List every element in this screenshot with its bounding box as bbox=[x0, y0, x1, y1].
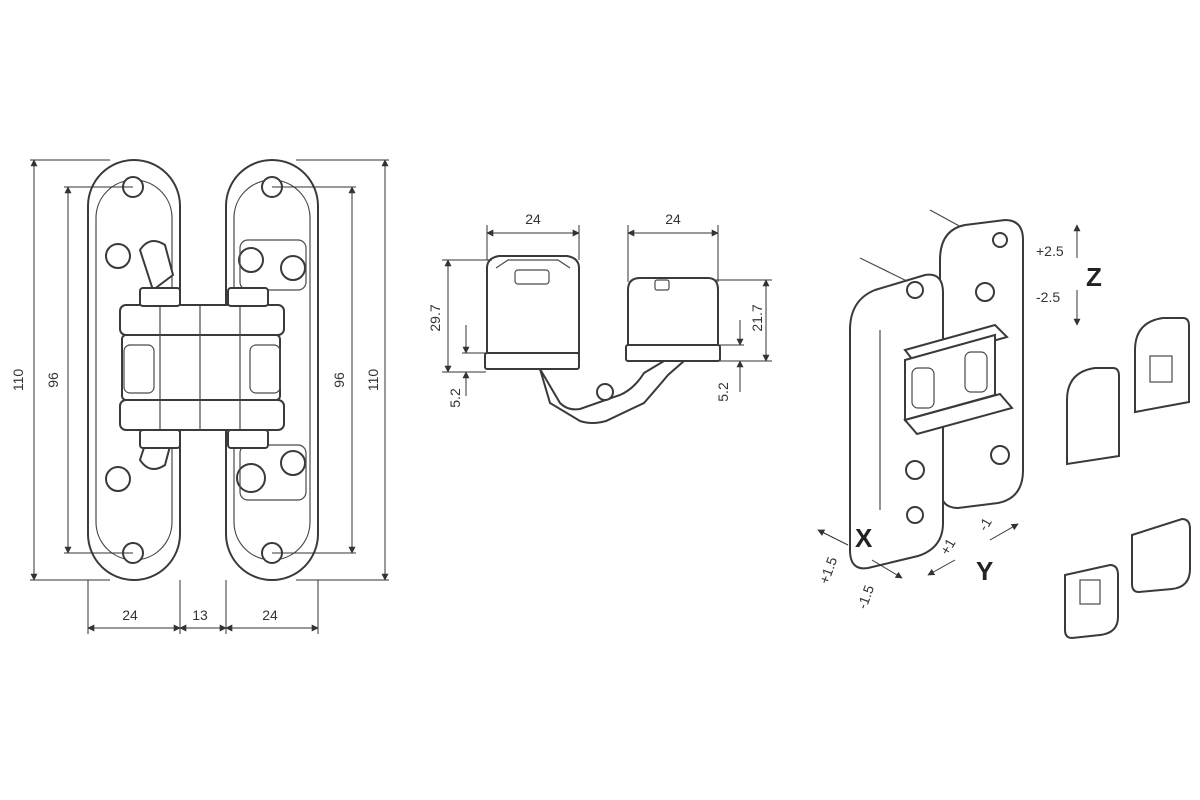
top-view-left-body bbox=[484, 255, 580, 370]
isometric-view: +2.5 -2.5 Z X +1.5 -1.5 Y +1 -1 bbox=[816, 209, 1191, 640]
dim-24-left: 24 bbox=[122, 607, 138, 623]
top-view-right-body bbox=[625, 277, 721, 362]
dimension-hole-pitch-right: 96 bbox=[272, 186, 356, 554]
x-axis-label: X bbox=[855, 523, 873, 553]
x-plus-label: +1.5 bbox=[816, 554, 841, 586]
dim-21-7: 21.7 bbox=[749, 304, 765, 331]
dim-5-2-right: 5.2 bbox=[715, 382, 731, 402]
dim-13-gap: 13 bbox=[192, 607, 208, 623]
dim-110-left: 110 bbox=[10, 369, 26, 392]
front-view: 110 96 96 110 bbox=[10, 159, 389, 634]
dimension-total-height-right: 110 bbox=[296, 159, 389, 581]
x-axis-adjustment: X +1.5 -1.5 bbox=[816, 523, 903, 611]
dim-24-right: 24 bbox=[262, 607, 278, 623]
cover-cap-blank-bottom bbox=[1131, 517, 1191, 594]
dimension-height-right: 21.7 5.2 bbox=[715, 279, 772, 402]
x-minus-label: -1.5 bbox=[854, 583, 877, 611]
dimension-total-height-left: 110 bbox=[10, 159, 110, 581]
dimension-hole-pitch-left: 96 bbox=[45, 186, 133, 554]
dimension-bottom-widths: 24 13 24 bbox=[87, 580, 319, 634]
y-minus-label: -1 bbox=[975, 515, 995, 534]
y-plus-label: +1 bbox=[937, 535, 959, 557]
z-axis-label: Z bbox=[1086, 262, 1102, 292]
top-view-link-arm bbox=[539, 360, 687, 424]
cover-cap-logo-top bbox=[1134, 317, 1190, 414]
dimension-height-left: 29.7 5.2 bbox=[427, 259, 492, 408]
iso-knuckle bbox=[903, 323, 1014, 436]
top-view: 24 24 29.7 5.2 21.7 5.2 bbox=[427, 211, 772, 424]
dim-96-right: 96 bbox=[331, 372, 347, 388]
cover-cap-blank-top bbox=[1066, 367, 1120, 466]
y-axis-adjustment: Y +1 -1 bbox=[927, 515, 1019, 586]
cover-caps bbox=[1064, 317, 1191, 640]
z-plus-label: +2.5 bbox=[1036, 243, 1064, 259]
z-minus-label: -2.5 bbox=[1036, 289, 1060, 305]
dim-5-2-left: 5.2 bbox=[447, 388, 463, 408]
dimension-top-width-left: 24 bbox=[486, 211, 580, 260]
dimension-top-width-right: 24 bbox=[627, 211, 719, 282]
cover-cap-logo-bottom bbox=[1064, 563, 1119, 640]
dim-29-7: 29.7 bbox=[427, 304, 443, 331]
dim-110-right: 110 bbox=[365, 369, 381, 392]
dim-top-24-left: 24 bbox=[525, 211, 541, 227]
dim-96-left: 96 bbox=[45, 372, 61, 388]
hinge-knuckle-mechanism bbox=[119, 287, 285, 449]
z-axis-adjustment: +2.5 -2.5 Z bbox=[1036, 224, 1102, 326]
dim-top-24-right: 24 bbox=[665, 211, 681, 227]
y-axis-label: Y bbox=[976, 556, 993, 586]
